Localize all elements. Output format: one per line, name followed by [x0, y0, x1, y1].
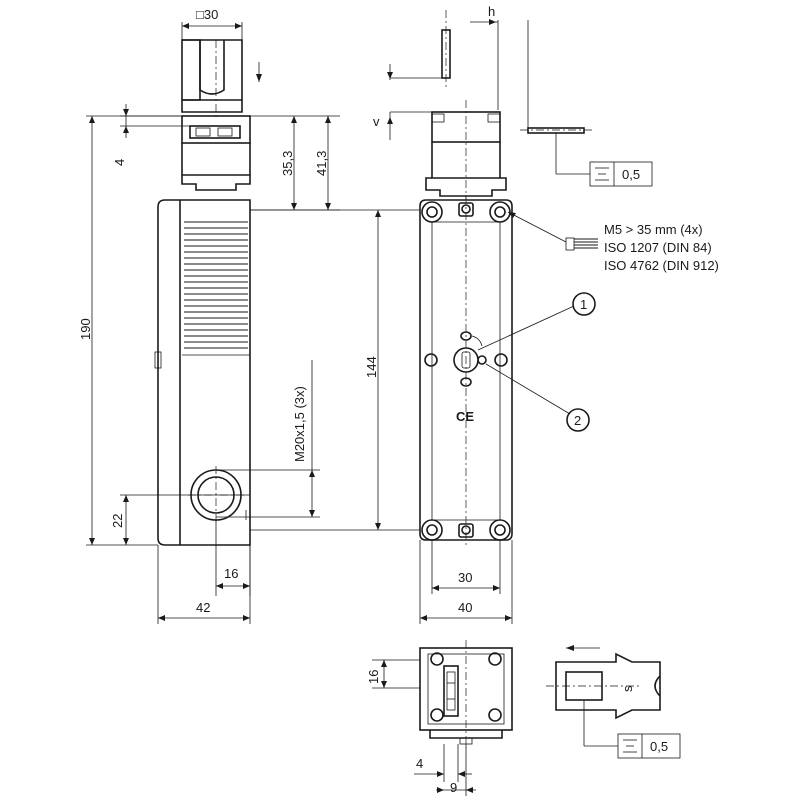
dim-41-3: 41,3: [314, 151, 329, 176]
callout-1: 1: [580, 297, 587, 312]
tolerance-top-value: 0,5: [622, 167, 640, 182]
dim-thread: M20x1,5 (3x): [292, 386, 307, 462]
callout-2: 2: [574, 413, 581, 428]
ce-mark: CE: [456, 409, 474, 424]
label-v: v: [373, 114, 380, 129]
dim-16-left: 16: [366, 670, 381, 684]
head-top-view: 16 4 9: [366, 640, 513, 796]
dim-30: 30: [458, 570, 472, 585]
tolerance-frame-top: 0,5: [555, 133, 653, 187]
dim-4-bottom: 4: [416, 756, 423, 771]
side-view: □30 4 35,3 41,3 190: [78, 7, 340, 624]
mount-hole-tl: [421, 201, 443, 223]
dim-190: 190: [78, 318, 93, 340]
switch-body-front: CE: [419, 196, 513, 545]
actuator-entry-view: s: [546, 645, 661, 720]
screw-note-line-1: M5 > 35 mm (4x): [604, 222, 703, 237]
mount-hole-br: [489, 519, 511, 541]
dim-9: 9: [450, 780, 457, 795]
dim-16-bottom: 16: [224, 566, 238, 581]
dim-22: 22: [110, 514, 125, 528]
switch-body-side: [154, 199, 251, 546]
dim-144: 144: [364, 356, 379, 378]
cooling-ribs: [182, 221, 250, 356]
switch-head-side: [181, 115, 251, 191]
callout-2-circle: [566, 408, 590, 432]
tolerance-bottom-value: 0,5: [650, 739, 668, 754]
auxiliary-release: [453, 331, 487, 387]
switch-head-front: [425, 100, 507, 200]
dim-4-top: 4: [112, 159, 127, 166]
front-dimensions: 144 30 40 v: [250, 111, 513, 624]
dim-40: 40: [458, 600, 472, 615]
actuator-side: [181, 39, 262, 113]
dim-square-30: □30: [196, 7, 218, 22]
callout-1-circle: [572, 292, 596, 316]
label-s: s: [620, 685, 635, 692]
dim-35-3: 35,3: [280, 151, 295, 176]
screw-note-line-2: ISO 1207 (DIN 84): [604, 240, 712, 255]
mount-hole-tr: [489, 201, 511, 223]
callouts: 1 2: [477, 292, 596, 432]
screw-annotation: M5 > 35 mm (4x) ISO 1207 (DIN 84) ISO 47…: [507, 211, 719, 273]
mount-hole-bl: [421, 519, 443, 541]
screw-note-line-3: ISO 4762 (DIN 912): [604, 258, 719, 273]
front-view: CE 144 30 40: [250, 100, 719, 624]
tolerance-frame-bottom: 0,5: [583, 700, 681, 759]
label-h: h: [488, 4, 495, 19]
dim-42: 42: [196, 600, 210, 615]
